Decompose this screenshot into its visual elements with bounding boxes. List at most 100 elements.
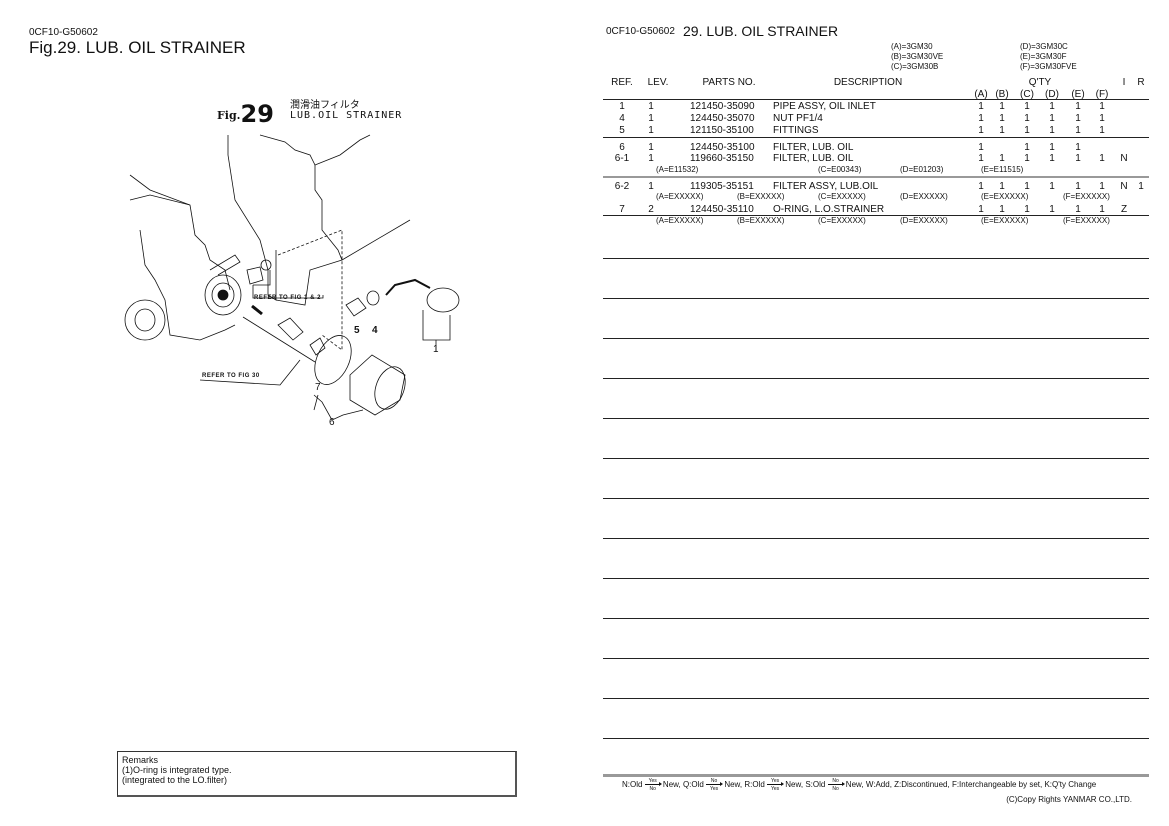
header-qty-col: (E) [1071,89,1085,100]
row-ref: 5 [619,125,625,136]
block-outline [129,174,231,291]
row-lev: 1 [648,153,654,164]
row-qty: 1 [1075,101,1081,112]
table-rule [603,498,1149,499]
row-serial-note: (C=E00343) [818,165,862,174]
row-qty: 1 [999,113,1005,124]
table-rule [603,618,1149,619]
row-qty: 1 [1024,125,1030,136]
row-serial-note: (D=E01203) [900,165,944,174]
part-5-fitting [345,297,367,317]
table-rule [603,99,1149,100]
row-qty: 1 [1099,204,1105,215]
row-description: PIPE ASSY, OIL INLET [773,101,876,112]
callout-bracket-1 [422,310,451,352]
callout-6: 6 [329,417,335,428]
table-rule [603,578,1149,579]
refer-bracket-1-2 [252,270,324,299]
row-qty: 1 [999,125,1005,136]
row-qty: 1 [1049,204,1055,215]
refer-to-fig-30-label: REFER TO FIG 30 [202,373,260,379]
row-qty: 1 [1099,113,1105,124]
table-rule [603,418,1149,419]
table-rule [603,258,1149,259]
row-serial-note: (A=EXXXXX) [656,216,704,225]
row-qty: 1 [999,101,1005,112]
model-legend-right: (D)=3GM30C (E)=3GM30F (F)=3GM30FVE [1020,42,1077,72]
model-a: (A)=3GM30 [891,42,933,51]
row-qty: 1 [978,125,984,136]
figure-caption: 潤滑油フィルタ LUB.OIL STRAINER [290,101,402,121]
model-e: (E)=3GM30F [1020,52,1067,61]
right-page-title: 29. LUB. OIL STRAINER [683,23,839,39]
part-4-nut [366,290,380,306]
table-rule [603,378,1149,379]
header-r: R [1137,77,1145,88]
pipe-assy-oil-inlet [385,278,431,296]
row-i: N [1120,181,1128,192]
left-page-code: 0CF10-G50602 [29,27,98,38]
row-i: N [1120,153,1128,164]
table-rule [603,738,1149,739]
left-page-title: Fig.29. LUB. OIL STRAINER [29,38,246,57]
header-qty: Q'TY [1028,77,1052,88]
exploded-parts-diagram [124,134,460,421]
table-rule [603,215,1149,216]
fig-label: Fig. [217,109,241,122]
table-rule [603,698,1149,699]
header-qty-col: (C) [1020,89,1034,100]
row-qty: 1 [978,113,984,124]
row-qty: 1 [1049,101,1055,112]
legend-q: Q:Old [682,780,704,790]
row-qty: 1 [1099,101,1105,112]
pulley-hub [134,308,156,332]
header-qty-col: (A) [974,89,988,100]
row-serial-note: (D=EXXXXX) [900,192,948,201]
header-lev: LEV. [647,77,669,88]
lub-oil-filter [349,354,406,416]
callout-1: 1 [433,344,439,355]
row-qty: 1 [1099,181,1105,192]
filter-boss [204,274,242,316]
row-description: FILTER ASSY, LUB.OIL [773,181,879,192]
callout-7: 7 [315,382,321,393]
fitting-small [251,304,263,316]
figure-title-jp: 潤滑油フィルタ [290,100,360,111]
pulley-outline [124,299,166,341]
row-lev: 1 [648,181,654,192]
table-rule [603,176,1149,178]
row-qty: 1 [1099,125,1105,136]
model-legend-left: (A)=3GM30 (B)=3GM30VE (C)=3GM30B [891,42,943,72]
block-side [139,229,236,341]
callout-5: 5 [354,325,360,336]
row-serial-note: (B=EXXXXX) [737,192,785,201]
row-qty: 1 [999,181,1005,192]
model-c: (C)=3GM30B [891,62,939,71]
row-description: FITTINGS [773,125,819,136]
row-parts-no: 119660-35150 [690,153,754,164]
row-qty: 1 [1049,113,1055,124]
row-serial-note: (F=EXXXXX) [1063,192,1110,201]
row-lev: 1 [648,125,654,136]
row-serial-note: (E=E11515) [981,165,1024,174]
row-qty: 1 [999,153,1005,164]
row-qty: 1 [1024,204,1030,215]
row-ref: 1 [619,101,625,112]
row-serial-note: (E=EXXXXX) [981,216,1029,225]
row-qty: 1 [978,204,984,215]
nut [309,337,326,356]
block-top [129,194,191,206]
refer-to-fig-1-2-label: REFER TO FIG 1 & 2 [254,295,321,301]
remarks-line-1: (1)O-ring is integrated type. [122,765,232,775]
header-qty-col: (F) [1095,89,1109,100]
header-qty-col: (B) [995,89,1009,100]
row-serial-note: (A=EXXXXX) [656,192,704,201]
header-parts-no: PARTS NO. [702,77,756,88]
row-lev: 2 [648,204,654,215]
engine-outline-edge [314,165,411,261]
